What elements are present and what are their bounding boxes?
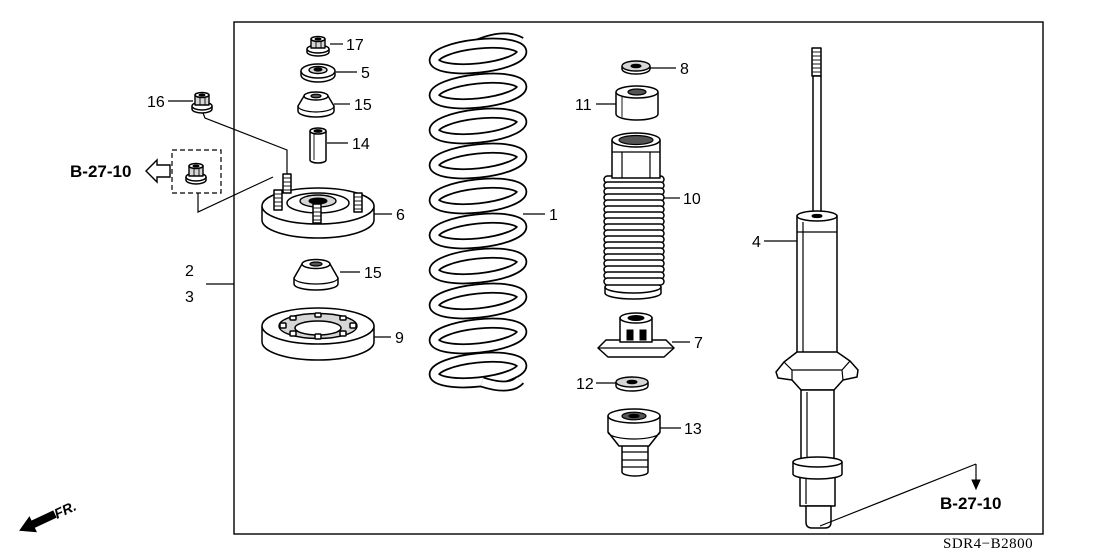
dust-boot-cap: [611, 132, 661, 179]
callout-10: 10: [683, 191, 701, 208]
diagram-frame: [233, 21, 1044, 535]
callout-5: 5: [361, 65, 370, 82]
shock-rod: [811, 47, 822, 217]
part-4-shock-absorber[interactable]: [775, 47, 859, 529]
part-5-washer[interactable]: [300, 63, 336, 83]
part-13-bump-stopper[interactable]: [607, 408, 661, 477]
dashed-box-to-stud-line: [197, 176, 274, 213]
callout-11: 11: [575, 97, 592, 114]
part-15-lower-bump-rubber[interactable]: [293, 258, 339, 291]
part-12-washer[interactable]: [615, 376, 649, 392]
part-16-flange-nut[interactable]: [191, 91, 213, 114]
stud-rear: [282, 173, 292, 194]
part-6-mounting-base[interactable]: [261, 173, 375, 239]
callout-17: 17: [346, 37, 364, 54]
callout-15-upper: 15: [354, 97, 372, 114]
callout-9: 9: [395, 330, 404, 347]
part-8-washer[interactable]: [621, 60, 651, 75]
part-14-collar[interactable]: [309, 127, 327, 164]
dust-boot-bellows: [603, 175, 665, 286]
stud-left: [273, 189, 283, 211]
callout-3: 3: [185, 289, 194, 306]
shock-body: [796, 210, 838, 357]
callout-7: 7: [694, 335, 703, 352]
stud-front: [312, 203, 322, 224]
callout-15-lower: 15: [364, 265, 382, 282]
front-direction-arrow-icon: [19, 510, 57, 533]
reference-dashed-box: [171, 149, 222, 194]
reference-left-arrow[interactable]: [145, 158, 171, 184]
reference-left-label[interactable]: B-27-10: [70, 162, 131, 181]
front-indicator-label: FR.: [52, 498, 79, 522]
part-7-spring-seat[interactable]: [597, 312, 675, 358]
callout-13: 13: [684, 421, 702, 438]
part-15-upper-bump-rubber[interactable]: [297, 91, 335, 118]
stud-right: [353, 192, 363, 213]
callout-1: 1: [549, 207, 558, 224]
reference-bottom-arrowhead[interactable]: [971, 479, 981, 491]
reference-nut: [185, 162, 207, 185]
callout-2: 2: [185, 263, 194, 280]
part-17-flange-nut[interactable]: [306, 35, 330, 57]
callout-6: 6: [396, 207, 405, 224]
callout-14: 14: [352, 136, 370, 153]
part-11-bump-stop[interactable]: [615, 85, 659, 121]
shock-lower-tube: [792, 389, 843, 529]
shock-spring-seat-bracket: [775, 351, 859, 391]
diagram-code: SDR4−B2800: [943, 536, 1033, 552]
callout-16: 16: [147, 94, 165, 111]
nut-16-to-stud-line: [202, 112, 288, 176]
part-10-dust-boot[interactable]: [603, 132, 665, 300]
callout-12: 12: [576, 376, 594, 393]
part-1-coil-spring[interactable]: [428, 32, 528, 392]
callout-8: 8: [680, 61, 689, 78]
callout-4: 4: [752, 234, 761, 251]
part-9-spring-seat-rubber[interactable]: [261, 307, 375, 361]
reference-bottom-line: [819, 463, 977, 527]
reference-bottom-label[interactable]: B-27-10: [940, 494, 1001, 513]
